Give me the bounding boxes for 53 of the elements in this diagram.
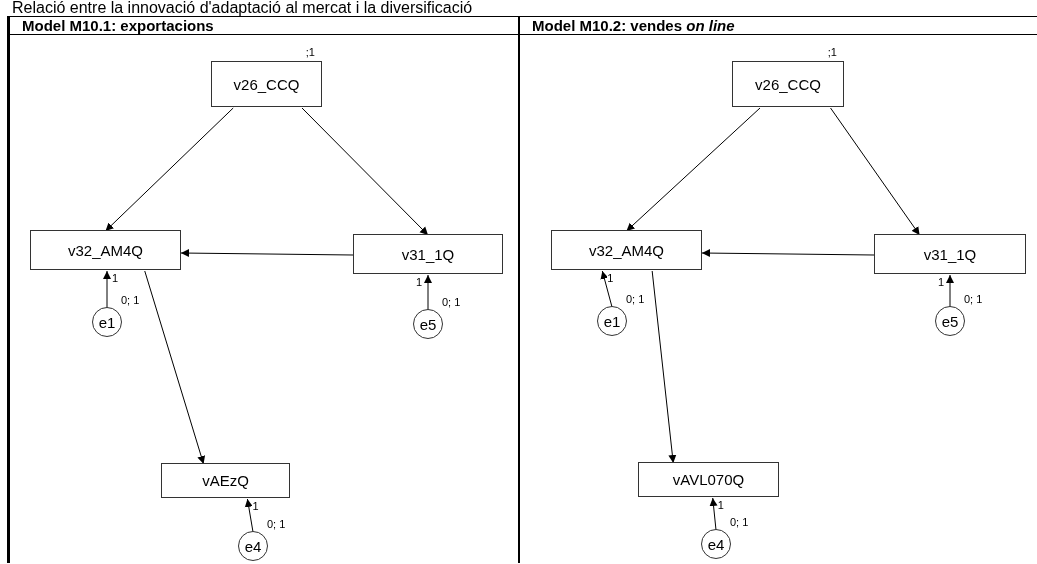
variable-box: [638, 462, 779, 497]
edge-label: 1: [112, 272, 119, 284]
arrow: [701, 249, 875, 258]
parameter-estimate: 0; 1: [442, 296, 461, 308]
variable-name: vAEzQ: [202, 472, 249, 489]
parameter-estimate: ;1: [305, 46, 315, 58]
variable-box: [551, 230, 702, 270]
edge-label: 1: [416, 276, 423, 288]
arrow: [600, 270, 613, 308]
arrow: [626, 107, 761, 232]
panel-heading: Model M10.2: vendes on line: [532, 17, 735, 34]
variable-name: v31_1Q: [401, 245, 455, 263]
error-label: e1: [603, 312, 621, 330]
variable-name: vAVL070Q: [672, 471, 745, 488]
arrow: [103, 270, 111, 309]
error-label: e5: [419, 315, 437, 333]
arrow: [709, 497, 718, 531]
error-label: e5: [941, 312, 959, 330]
variable-name: v32_AM4Q: [67, 241, 143, 259]
parameter-estimate: 0; 1: [267, 518, 286, 530]
arrow: [301, 107, 429, 236]
variable-name: v32_AM4Q: [588, 241, 664, 259]
arrow: [651, 270, 677, 464]
error-label: e4: [707, 535, 725, 553]
model-panel: [518, 16, 1037, 563]
variable-box: [353, 234, 503, 274]
parameter-estimate: 0; 1: [964, 293, 983, 305]
edge-label: 1: [938, 276, 945, 288]
arrow: [180, 249, 354, 258]
variable-name: v31_1Q: [923, 245, 977, 263]
arrow: [424, 274, 432, 311]
arrow: [830, 107, 921, 236]
panel-heading: Model M10.1: exportacions: [22, 17, 214, 34]
model-panel: [7, 16, 518, 563]
arrow: [105, 107, 234, 232]
error-label: e1: [98, 313, 116, 331]
variable-box: [874, 234, 1026, 274]
variable-name: v26_CCQ: [233, 75, 300, 93]
parameter-estimate: 0; 1: [626, 293, 645, 305]
variable-box: [30, 230, 181, 270]
edge-label: 1: [252, 500, 259, 512]
edge-label: 1: [607, 272, 614, 284]
parameter-estimate: 0; 1: [121, 294, 140, 306]
arrow: [144, 270, 206, 465]
diagram-title: Relació entre la innovació d'adaptació al mercat i la diversificació: [12, 0, 473, 16]
arrow: [946, 274, 954, 308]
arrow: [244, 498, 254, 533]
variable-name: v26_CCQ: [755, 75, 821, 93]
parameter-estimate: 0; 1: [730, 516, 749, 528]
edge-label: 1: [717, 499, 724, 511]
variable-box: [161, 463, 290, 498]
error-label: e4: [244, 537, 262, 555]
parameter-estimate: ;1: [827, 46, 837, 58]
